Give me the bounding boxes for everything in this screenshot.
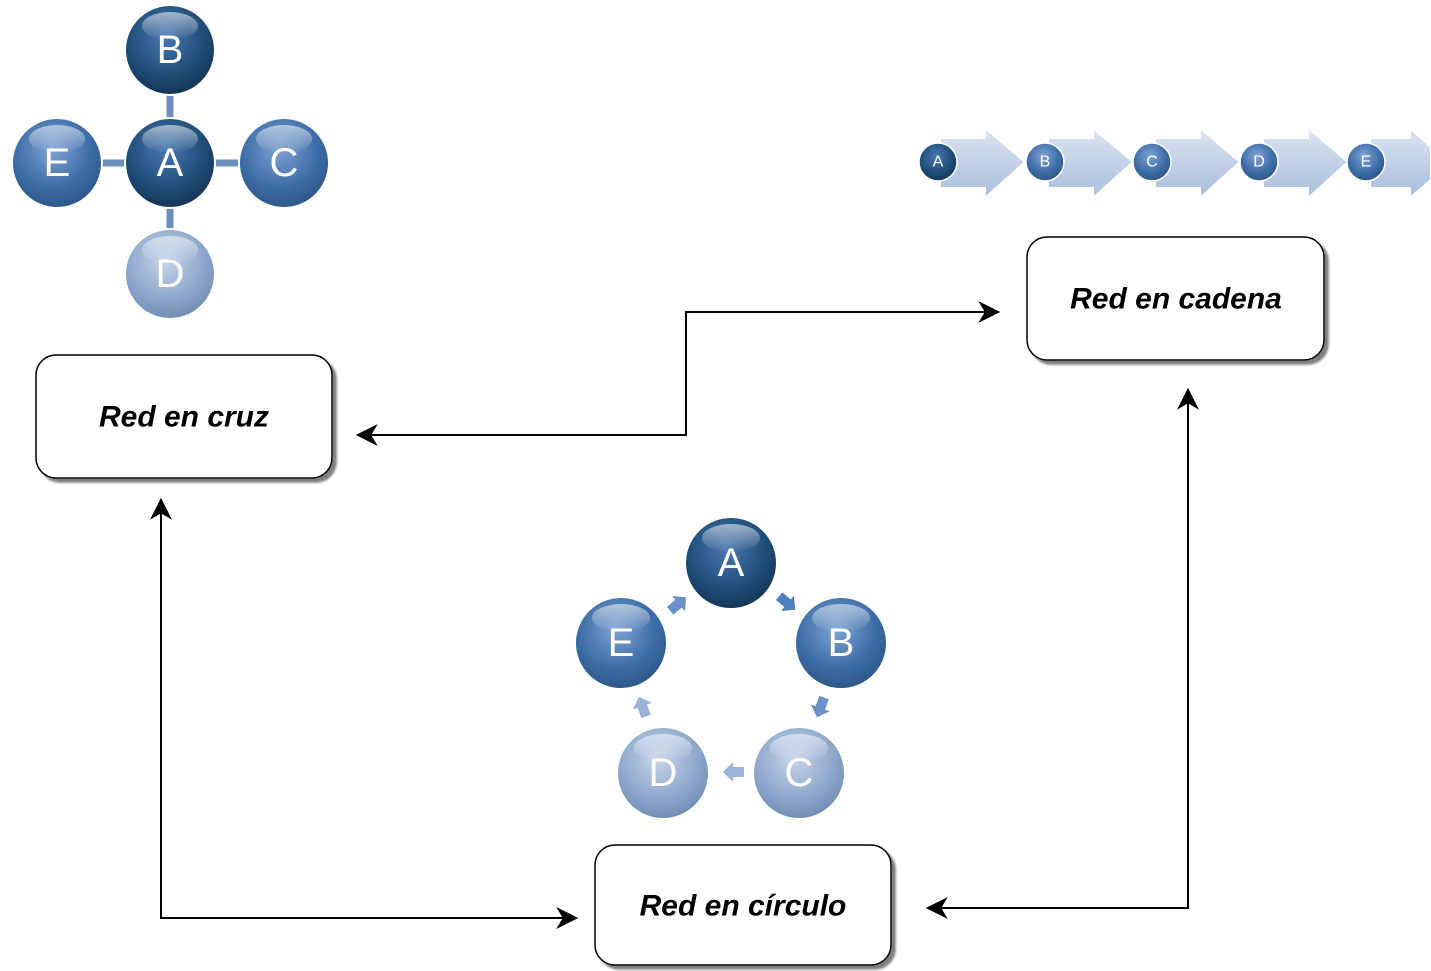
cross-node-e: E: [11, 117, 103, 209]
circle-node-b: B: [794, 596, 888, 690]
circle-arrow-e-a: [666, 596, 687, 615]
chain-node-c: C: [1132, 142, 1172, 182]
chain-node-d-label: D: [1253, 154, 1265, 171]
circle-node-c: C: [752, 726, 846, 820]
box-red-en-circulo-label: Red en círculo: [640, 890, 847, 923]
circle-node-d: D: [616, 726, 710, 820]
chain-network: A B C D E: [918, 125, 1431, 201]
box-red-en-cruz-label: Red en cruz: [99, 401, 269, 434]
connector-cross-chain: [355, 301, 1001, 446]
chain-node-c-label: C: [1146, 154, 1158, 171]
cross-node-c: C: [238, 117, 330, 209]
chain-chevron-3: [1154, 125, 1242, 201]
chain-node-b-label: B: [1040, 154, 1051, 171]
chain-node-a-label: A: [933, 154, 944, 171]
connectors: [150, 301, 1199, 929]
chain-node-d: D: [1239, 142, 1279, 182]
box-red-en-cadena: Red en cadena: [1026, 236, 1325, 361]
circle-node-a: A: [684, 516, 778, 610]
circle-arrow-b-c: [810, 695, 830, 718]
box-red-en-cruz: Red en cruz: [35, 354, 333, 479]
chain-node-e: E: [1346, 142, 1386, 182]
circle-network: A B C D E: [574, 516, 888, 820]
circle-arrow-a-b: [775, 592, 796, 611]
cross-node-b-label: B: [157, 28, 184, 72]
cross-node-c-label: C: [270, 141, 299, 185]
cross-node-d-label: D: [156, 252, 185, 296]
cross-node-a: A: [124, 117, 216, 209]
chain-node-b: B: [1025, 142, 1065, 182]
chain-node-e-label: E: [1361, 154, 1372, 171]
circle-arrow-c-d: [723, 762, 744, 782]
cross-node-a-label: A: [157, 141, 184, 185]
cross-node-b: B: [124, 4, 216, 96]
cross-network: B E A C D: [11, 4, 330, 320]
chain-chevron-2: [1047, 125, 1135, 201]
circle-node-e: E: [574, 596, 668, 690]
box-red-en-cadena-label: Red en cadena: [1070, 283, 1282, 316]
connector-chain-circle: [925, 387, 1199, 919]
cross-node-e-label: E: [44, 141, 71, 185]
circle-node-c-label: C: [785, 751, 814, 795]
cross-node-d: D: [124, 228, 216, 320]
connector-cross-circle: [150, 497, 579, 929]
chain-chevron-1: [939, 125, 1027, 201]
circle-node-b-label: B: [828, 621, 855, 665]
circle-node-e-label: E: [608, 621, 635, 665]
circle-node-d-label: D: [649, 751, 678, 795]
chain-chevron-5: [1369, 125, 1431, 201]
box-red-en-circulo: Red en círculo: [594, 844, 892, 966]
circle-node-a-label: A: [718, 541, 745, 585]
chain-node-a: A: [918, 142, 958, 182]
circle-arrow-d-e: [632, 696, 652, 719]
chain-chevron-4: [1262, 125, 1350, 201]
